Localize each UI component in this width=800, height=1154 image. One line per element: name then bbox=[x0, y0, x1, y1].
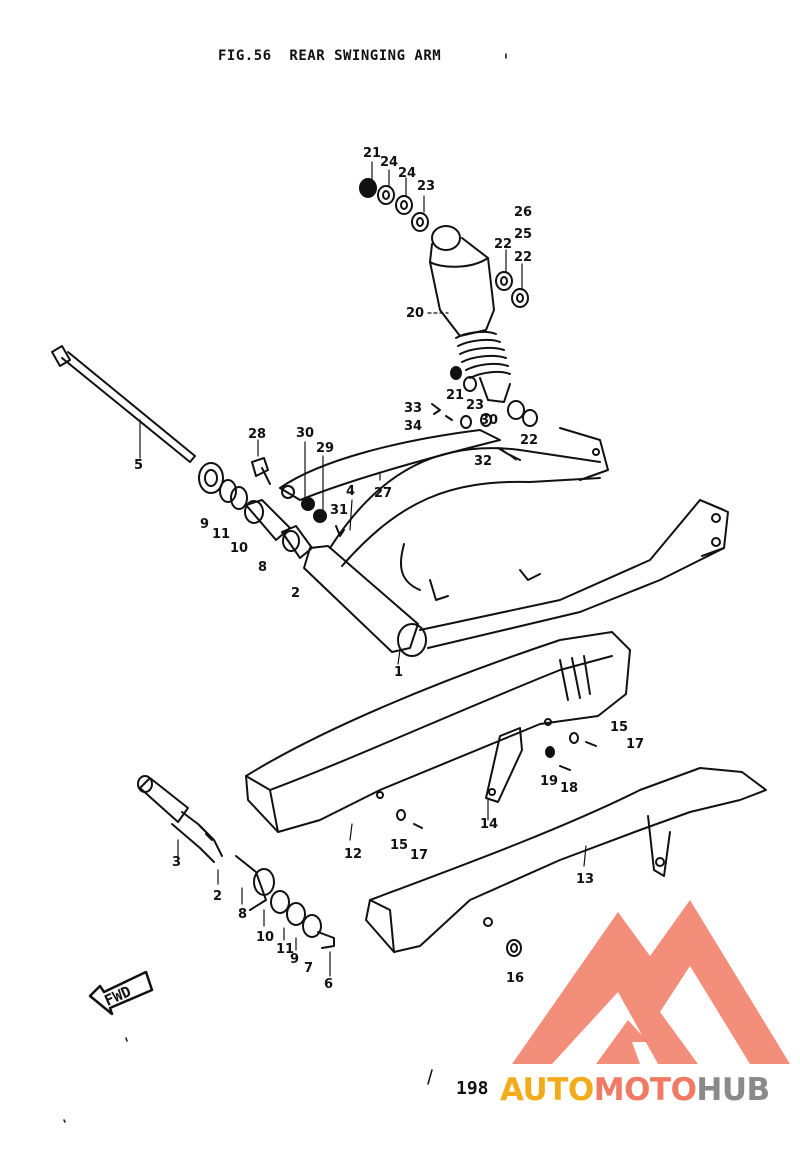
callout-13: 13 bbox=[576, 872, 594, 887]
chain-guide bbox=[279, 429, 501, 501]
page-number: 198 bbox=[456, 1078, 489, 1099]
shock-absorber bbox=[429, 225, 525, 420]
watermark-part-moto: MOTO bbox=[593, 1072, 697, 1108]
callout-10: 10 bbox=[230, 541, 248, 556]
callout-10: 10 bbox=[256, 930, 274, 945]
callout-19: 19 bbox=[540, 774, 558, 789]
callout-24: 24 bbox=[398, 166, 416, 181]
callout-labels: 21 24 24 23 26 25 22 22 20 21 23 33 34 3… bbox=[134, 146, 644, 992]
callout-11: 11 bbox=[212, 527, 230, 542]
callout-22: 22 bbox=[494, 237, 512, 252]
forward-arrow bbox=[88, 970, 154, 1016]
callout-30: 30 bbox=[480, 413, 498, 428]
callout-25: 25 bbox=[514, 227, 532, 242]
left-bushing-stack bbox=[198, 462, 313, 559]
callout-21: 21 bbox=[446, 388, 464, 403]
callout-23: 23 bbox=[466, 398, 484, 413]
callout-1: 1 bbox=[394, 665, 403, 680]
figure-title: FIG.56 REAR SWINGING ARM bbox=[218, 48, 442, 64]
callout-4: 4 bbox=[346, 484, 355, 499]
callout-26: 26 bbox=[514, 205, 532, 220]
callout-9: 9 bbox=[200, 517, 209, 532]
shock-top-washers bbox=[495, 271, 529, 308]
callout-29: 29 bbox=[316, 441, 334, 456]
callout-22: 22 bbox=[514, 250, 532, 265]
callout-17: 17 bbox=[410, 848, 428, 863]
swinging-arm bbox=[303, 427, 729, 657]
callout-32: 32 bbox=[474, 454, 492, 469]
watermark-logo bbox=[512, 900, 790, 1064]
right-bushing-stack bbox=[137, 775, 335, 949]
callout-7: 7 bbox=[304, 961, 313, 976]
callout-21: 21 bbox=[363, 146, 381, 161]
callout-9: 9 bbox=[290, 952, 299, 967]
callout-31: 31 bbox=[330, 503, 348, 518]
lower-shock-hardware bbox=[431, 366, 538, 461]
callout-28: 28 bbox=[248, 427, 266, 442]
callout-24: 24 bbox=[380, 155, 398, 170]
case-bracket bbox=[485, 727, 523, 803]
fwd-label: FWD bbox=[102, 982, 134, 1009]
leader-lines bbox=[139, 161, 587, 977]
pivot-shaft bbox=[51, 345, 196, 463]
callout-27: 27 bbox=[374, 486, 392, 501]
callout-33: 33 bbox=[404, 401, 422, 416]
callout-5: 5 bbox=[134, 458, 143, 473]
watermark-text: AUTOMOTOHUB bbox=[500, 1072, 770, 1108]
callout-30: 30 bbox=[296, 426, 314, 441]
callout-34: 34 bbox=[404, 419, 422, 434]
callout-11: 11 bbox=[276, 942, 294, 957]
upper-washers bbox=[359, 178, 429, 232]
callout-23: 23 bbox=[417, 179, 435, 194]
lower-chain-case bbox=[365, 767, 767, 953]
callout-6: 6 bbox=[324, 977, 333, 992]
callout-8: 8 bbox=[258, 560, 267, 575]
callout-17: 17 bbox=[626, 737, 644, 752]
callout-15: 15 bbox=[390, 838, 408, 853]
scan-specks bbox=[63, 53, 507, 1123]
small-hardware-left bbox=[251, 457, 345, 537]
callout-15: 15 bbox=[610, 720, 628, 735]
callout-8: 8 bbox=[238, 907, 247, 922]
callout-22: 22 bbox=[520, 433, 538, 448]
case-screws bbox=[396, 732, 597, 957]
watermark-triangle-shape bbox=[512, 900, 790, 1064]
callout-18: 18 bbox=[560, 781, 578, 796]
upper-chain-case bbox=[245, 631, 631, 833]
callout-2: 2 bbox=[291, 586, 300, 601]
watermark-part-auto: AUTO bbox=[500, 1072, 594, 1108]
callout-16: 16 bbox=[506, 971, 524, 986]
watermark-part-hub: HUB bbox=[696, 1072, 770, 1108]
callout-2: 2 bbox=[213, 889, 222, 904]
callout-20: 20 bbox=[406, 306, 424, 321]
callout-12: 12 bbox=[344, 847, 362, 862]
callout-3: 3 bbox=[172, 855, 181, 870]
callout-14: 14 bbox=[480, 817, 498, 832]
